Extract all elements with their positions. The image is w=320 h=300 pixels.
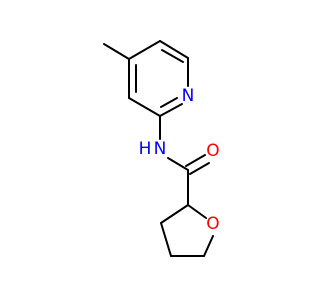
bond-nh-carbonyl — [167, 157, 189, 171]
amide-nitrogen-label: N — [154, 139, 167, 159]
carbonyl-oxygen-label: O — [206, 141, 219, 161]
ring-bond-n1-c6-outer — [159, 103, 183, 117]
thf-bond-c2-o — [187, 204, 207, 219]
methyl-bond — [103, 43, 130, 60]
amide-nh-label: N H — [139, 139, 167, 159]
thf-bond-c4-c3 — [160, 222, 172, 257]
carbonyl-double-bond-b — [189, 162, 210, 175]
ring-bond-c4-c3 — [128, 40, 161, 60]
ring-bond-c3-c2-inner — [161, 49, 184, 63]
thf-bond-o-c5 — [203, 235, 214, 257]
ring-bond-c6-c5 — [128, 97, 161, 117]
amide-hydrogen-label: H — [139, 139, 152, 159]
ring-bond-n1-c6-inner — [160, 97, 178, 108]
thf-bond-c3-c2 — [160, 204, 189, 224]
ring-bond-c3-c2-outer — [159, 40, 189, 59]
ring-oxygen-label: O — [206, 214, 219, 234]
carbonyl-double-bond-a — [185, 154, 206, 167]
molecule-structure: N N H O O — [103, 40, 220, 257]
pyridine-nitrogen-label: N — [182, 86, 195, 106]
